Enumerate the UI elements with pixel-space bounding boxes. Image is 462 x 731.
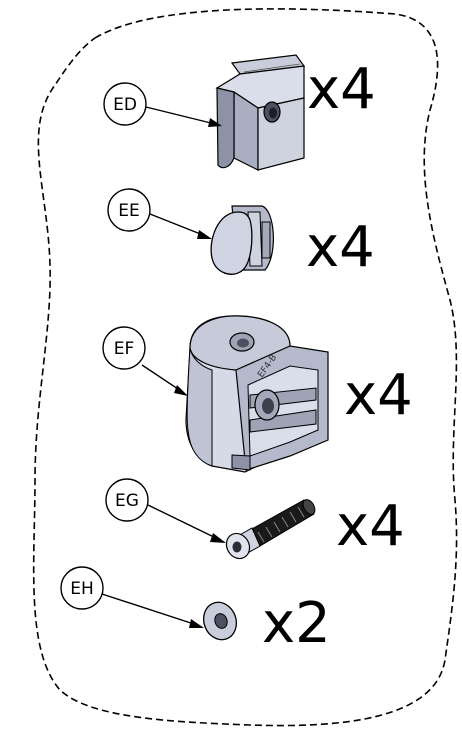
leader-line-ed: [145, 106, 220, 126]
slot-nut-drawing: [215, 54, 306, 171]
callout-circle-ed: [103, 82, 147, 126]
part-ef: EF4-B EF x4: [102, 315, 413, 473]
callout-label-ed: ED: [113, 95, 137, 115]
callout-label-ee: EE: [118, 201, 139, 221]
end-cap-drawing: [210, 205, 274, 275]
quantity-ed: x4: [307, 57, 376, 122]
arrowhead-eh: [189, 619, 204, 628]
quantity-eh: x2: [262, 591, 331, 656]
callout-circle-ef: [102, 326, 146, 370]
part-eg: EG x4: [105, 478, 405, 560]
callout-label-eg: EG: [115, 491, 139, 511]
quantity-ef: x4: [344, 363, 413, 428]
part-eh: EH x2: [60, 566, 331, 656]
arrowhead-ed: [208, 118, 222, 127]
part-ed: ED x4: [103, 54, 376, 171]
quantity-eg: x4: [336, 494, 405, 559]
dashed-boundary: [32, 8, 458, 727]
callout-circle-eh: [60, 566, 104, 610]
callout-label-eh: EH: [70, 579, 94, 599]
screw-drawing: [225, 499, 316, 560]
arrowhead-ef: [174, 385, 188, 396]
washer-drawing: [202, 601, 238, 641]
arrowhead-ee: [197, 230, 212, 239]
leader-line-eg: [147, 504, 223, 542]
callout-circle-ee: [107, 188, 151, 232]
connector-block-drawing: EF4-B: [185, 315, 329, 473]
callout-circle-eg: [105, 478, 149, 522]
arrowhead-eg: [210, 533, 226, 543]
quantity-ee: x4: [306, 215, 375, 280]
leader-line-eh: [101, 593, 201, 627]
part-ee: EE x4: [107, 188, 375, 280]
callout-label-ef: EF: [114, 339, 135, 359]
